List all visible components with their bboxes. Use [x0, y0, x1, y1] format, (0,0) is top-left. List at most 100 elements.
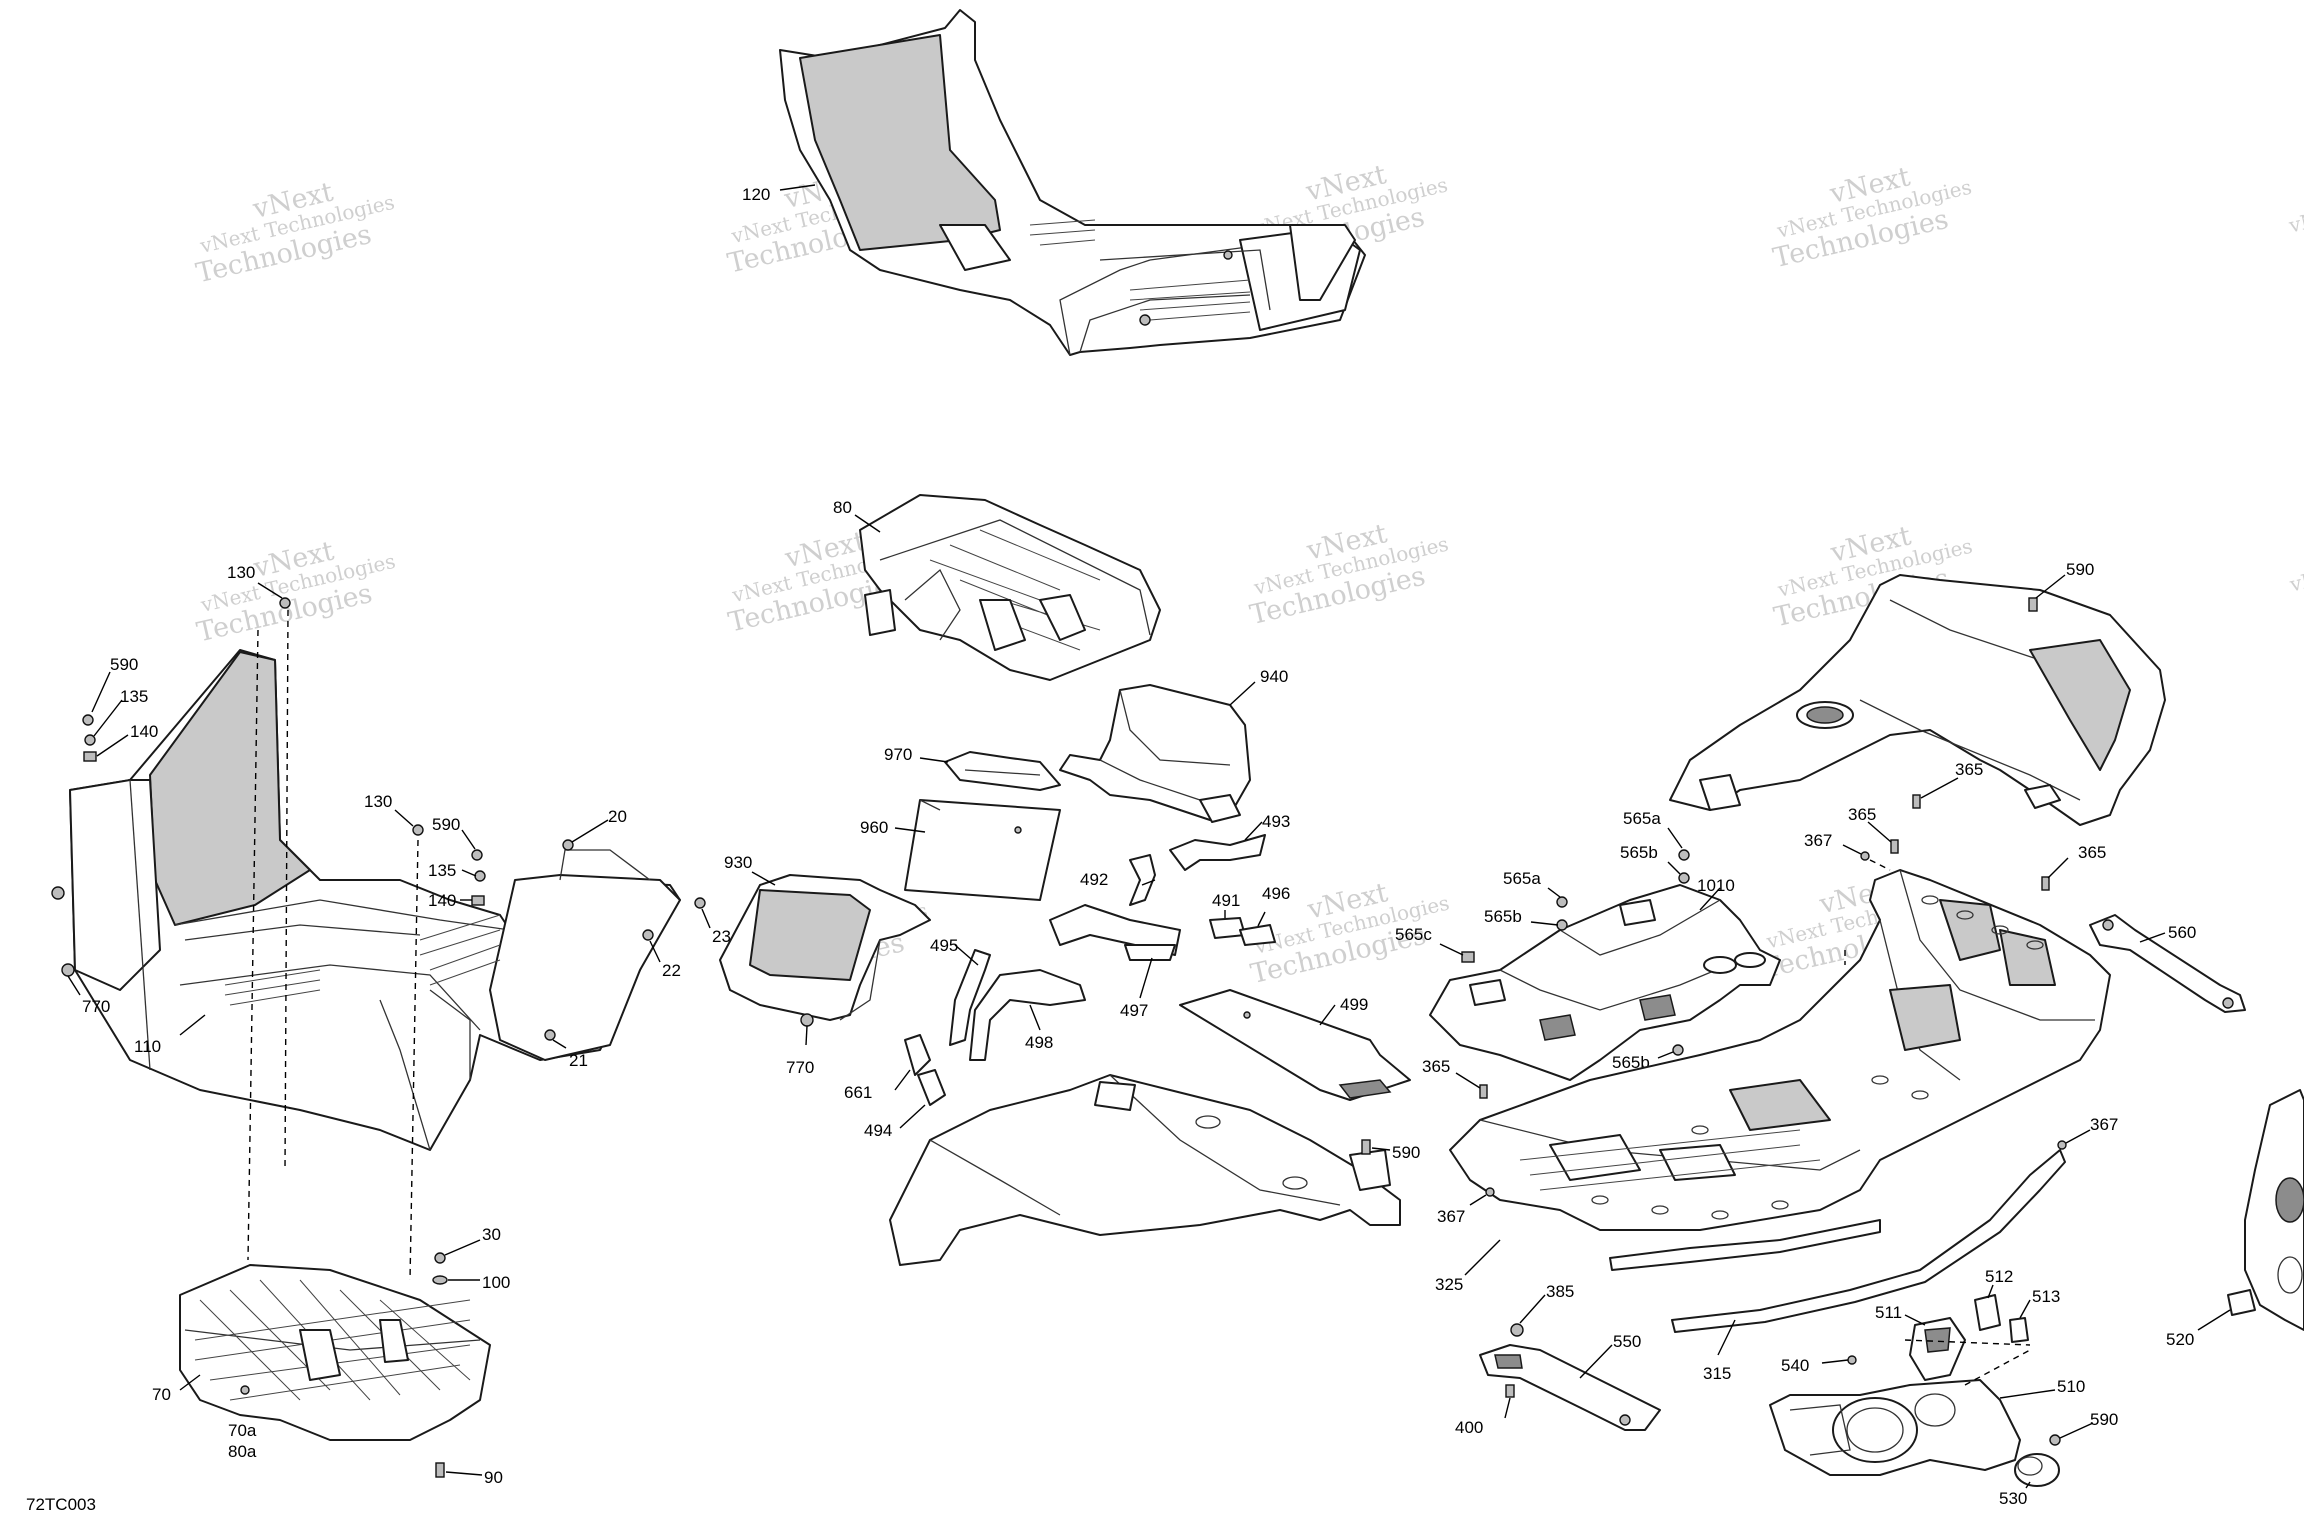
callout-550: 550	[1613, 1332, 1641, 1351]
rivet-icon	[61, 963, 75, 977]
callout-135-left: 135	[120, 687, 148, 706]
fastener-770a	[51, 886, 65, 900]
callout-120: 120	[742, 185, 770, 204]
fastener-565a-2	[1556, 896, 1568, 908]
callout-20: 20	[608, 807, 627, 826]
bolt-icon	[694, 897, 706, 909]
part-325-rail	[1609, 1219, 1881, 1271]
fastener-565b-1	[1678, 872, 1690, 884]
callout-498: 498	[1025, 1033, 1053, 1052]
callout-367-c: 367	[1437, 1207, 1465, 1226]
callout-365-b: 365	[1848, 805, 1876, 824]
nut-icon	[2057, 1140, 2067, 1150]
bolt-icon	[1556, 896, 1568, 908]
fastener-30	[434, 1252, 446, 1264]
nut-icon	[240, 1385, 250, 1395]
pivot-icon	[2222, 997, 2234, 1009]
callout-491: 491	[1212, 891, 1240, 910]
fastener-140a	[83, 751, 97, 762]
callout-494: 494	[864, 1121, 892, 1140]
part-80-support-frame	[859, 494, 1161, 681]
part-530-cap	[2014, 1453, 2060, 1487]
part-120-floor-body	[779, 9, 1366, 356]
part-496-clip	[1239, 924, 1276, 946]
hole-icon	[1243, 1011, 1251, 1019]
fastener-590b	[471, 849, 483, 861]
callout-22: 22	[662, 961, 681, 980]
callout-512: 512	[1985, 1267, 2013, 1286]
rivet-icon	[800, 1013, 814, 1027]
svg-text:vNext Technologies: vNext Technologies	[2286, 169, 2304, 237]
fastener-385	[1510, 1323, 1524, 1337]
part-1010-rack-support	[1429, 884, 1781, 1081]
callout-23: 23	[712, 927, 731, 946]
part-rear-rack	[1449, 869, 2111, 1231]
part-498-seal	[969, 969, 1086, 1061]
callout-140-left: 140	[130, 722, 158, 741]
nut-icon	[1485, 1187, 1495, 1197]
callout-770-mid: 770	[786, 1058, 814, 1077]
part-110-front-floor	[69, 649, 681, 1151]
washer-icon	[1678, 872, 1690, 884]
part-512-clip	[1974, 1294, 2001, 1331]
bolt-icon	[1361, 1139, 1371, 1155]
fastener-565b-2	[1556, 919, 1568, 931]
callout-565b-1: 565b	[1620, 843, 1658, 862]
callout-365-d: 365	[1422, 1057, 1450, 1076]
washer-icon	[1672, 1044, 1684, 1056]
callout-367-a: 367	[1804, 831, 1832, 850]
callout-497: 497	[1120, 1001, 1148, 1020]
bolt-icon	[2041, 876, 2050, 891]
fastener-365a	[1912, 794, 1921, 809]
part-315-rail	[1671, 1149, 2066, 1333]
part-930-housing	[719, 874, 931, 1021]
callout-367-b: 367	[2090, 1115, 2118, 1134]
callout-565b-3: 565b	[1612, 1053, 1650, 1072]
part-70-floor-grid	[179, 1264, 491, 1441]
part-493-strip	[1169, 834, 1266, 871]
fastener-icon	[1139, 314, 1151, 326]
bolt-icon	[562, 839, 574, 851]
part-940-bracket	[1059, 684, 1251, 823]
fastener-367c	[1485, 1187, 1495, 1197]
bolt-icon	[82, 714, 94, 726]
callout-590-mid: 590	[432, 815, 460, 834]
nut-icon	[1860, 851, 1870, 861]
part-499-panel	[1179, 989, 1411, 1101]
callout-80a: 80a	[228, 1442, 257, 1461]
callout-970: 970	[884, 745, 912, 764]
fastener-565b-3	[1672, 1044, 1684, 1056]
callout-325: 325	[1435, 1275, 1463, 1294]
callout-530: 530	[1999, 1489, 2027, 1508]
callout-70: 70	[152, 1385, 171, 1404]
fastener-135b	[474, 870, 486, 882]
fastener-365b	[1890, 839, 1899, 854]
callout-21: 21	[569, 1051, 588, 1070]
fastener-130b	[412, 824, 424, 836]
fastener-365c	[2041, 876, 2050, 891]
bolt-icon	[2028, 597, 2038, 612]
fastener-367b	[2057, 1140, 2067, 1150]
washer-icon	[474, 870, 486, 882]
part-495-seal	[949, 949, 991, 1046]
pivot-icon	[2102, 919, 2114, 931]
fastener-590d	[2028, 597, 2038, 612]
watermark: vNext vNext Technologies Technologies	[1247, 518, 1451, 631]
callout-499: 499	[1340, 995, 1368, 1014]
callout-130-top: 130	[227, 563, 255, 582]
clip-icon	[1461, 951, 1475, 963]
part-rear-fender-top	[1669, 574, 2166, 826]
callout-565a-2: 565a	[1503, 869, 1541, 888]
part-550-brace	[1479, 1344, 1661, 1431]
part-510-light-housing	[1769, 1379, 2021, 1476]
bolt-icon	[412, 824, 424, 836]
callout-492: 492	[1080, 870, 1108, 889]
callout-513: 513	[2032, 1287, 2060, 1306]
watermark: vNext vNext Technologies	[2287, 528, 2304, 596]
callout-661: 661	[844, 1083, 872, 1102]
bolt-icon	[544, 1029, 556, 1041]
bolt-icon	[1678, 849, 1690, 861]
fastener-365d	[1479, 1084, 1488, 1099]
fastener-140b	[471, 895, 485, 906]
fastener-100	[432, 1275, 448, 1285]
